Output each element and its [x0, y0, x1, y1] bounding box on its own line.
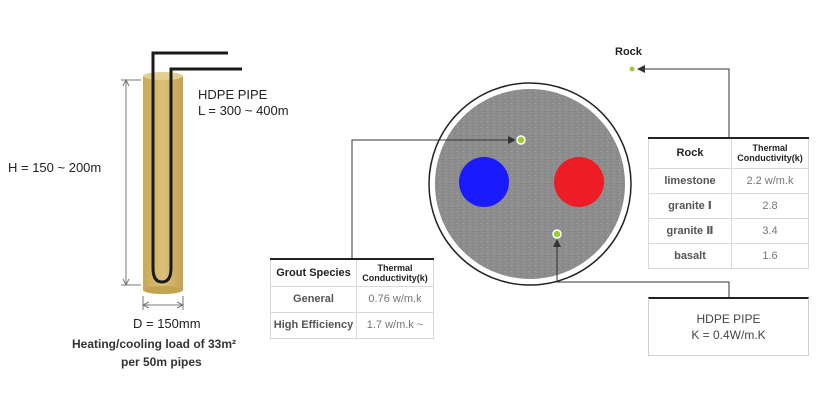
- rock-name: granite Ⅰ: [648, 192, 732, 219]
- grout-conductivity-table: Grout Species Thermal Conductivity(k) Ge…: [270, 258, 434, 339]
- table-row: granite Ⅰ 2.8: [648, 192, 809, 219]
- table-row: limestone 2.2 w/m.k: [648, 167, 809, 194]
- rock-marker: [629, 66, 635, 72]
- rock-value: 1.6: [731, 242, 809, 269]
- grout-table-header-name: Grout Species: [270, 258, 357, 287]
- u-pipe: [151, 51, 242, 284]
- rock-table-header-name: Rock: [648, 137, 732, 169]
- pipe-length-label: L = 300 ~ 400m: [198, 103, 289, 118]
- depth-label: H = 150 ~ 200m: [8, 160, 102, 175]
- table-row: granite Ⅱ 3.4: [648, 217, 809, 244]
- rock-name: granite Ⅱ: [648, 217, 732, 244]
- rock-value: 2.8: [731, 192, 809, 219]
- caption-line-2: per 50m pipes: [121, 355, 202, 369]
- grout-marker: [516, 135, 526, 145]
- hdpe-box-title: HDPE PIPE: [696, 312, 761, 326]
- hdpe-pipe-box: HDPE PIPE K = 0.4W/m.K: [648, 297, 809, 356]
- hdpe-box-k-value: K = 0.4W/m.K: [691, 328, 766, 342]
- grout-name: General: [270, 285, 357, 313]
- rock-name: limestone: [648, 167, 732, 194]
- rock-conductivity-table: Rock Thermal Conductivity(k) limestone 2…: [648, 137, 809, 269]
- grout-value: 1.7 w/m.k ~: [356, 311, 434, 339]
- borehole-cross-section: [428, 82, 632, 286]
- rock-name: basalt: [648, 242, 732, 269]
- depth-dimension-line: [121, 78, 141, 287]
- cold-pipe-circle: [459, 157, 509, 207]
- hdpe-marker: [552, 229, 562, 239]
- grout-value: 0.76 w/m.k: [356, 285, 434, 313]
- borehole-cylinder: [143, 72, 183, 294]
- table-row: General 0.76 w/m.k: [270, 285, 434, 313]
- rock-table-header-value: Thermal Conductivity(k): [731, 137, 809, 169]
- table-row: basalt 1.6: [648, 242, 809, 269]
- diameter-dimension-line: [141, 296, 185, 310]
- hot-pipe-circle: [554, 157, 604, 207]
- rock-value: 2.2 w/m.k: [731, 167, 809, 194]
- leader-lines: [351, 65, 730, 297]
- rock-label: Rock: [615, 46, 642, 58]
- hdpe-pipe-label: HDPE PIPE: [198, 87, 268, 102]
- rock-value: 3.4: [731, 217, 809, 244]
- diameter-label: D = 150mm: [133, 316, 201, 331]
- table-row: High Efficiency 1.7 w/m.k ~: [270, 311, 434, 339]
- caption-line-1: Heating/cooling load of 33m²: [72, 337, 237, 351]
- grout-name: High Efficiency: [270, 311, 357, 339]
- grout-table-header-value: Thermal Conductivity(k): [356, 258, 434, 287]
